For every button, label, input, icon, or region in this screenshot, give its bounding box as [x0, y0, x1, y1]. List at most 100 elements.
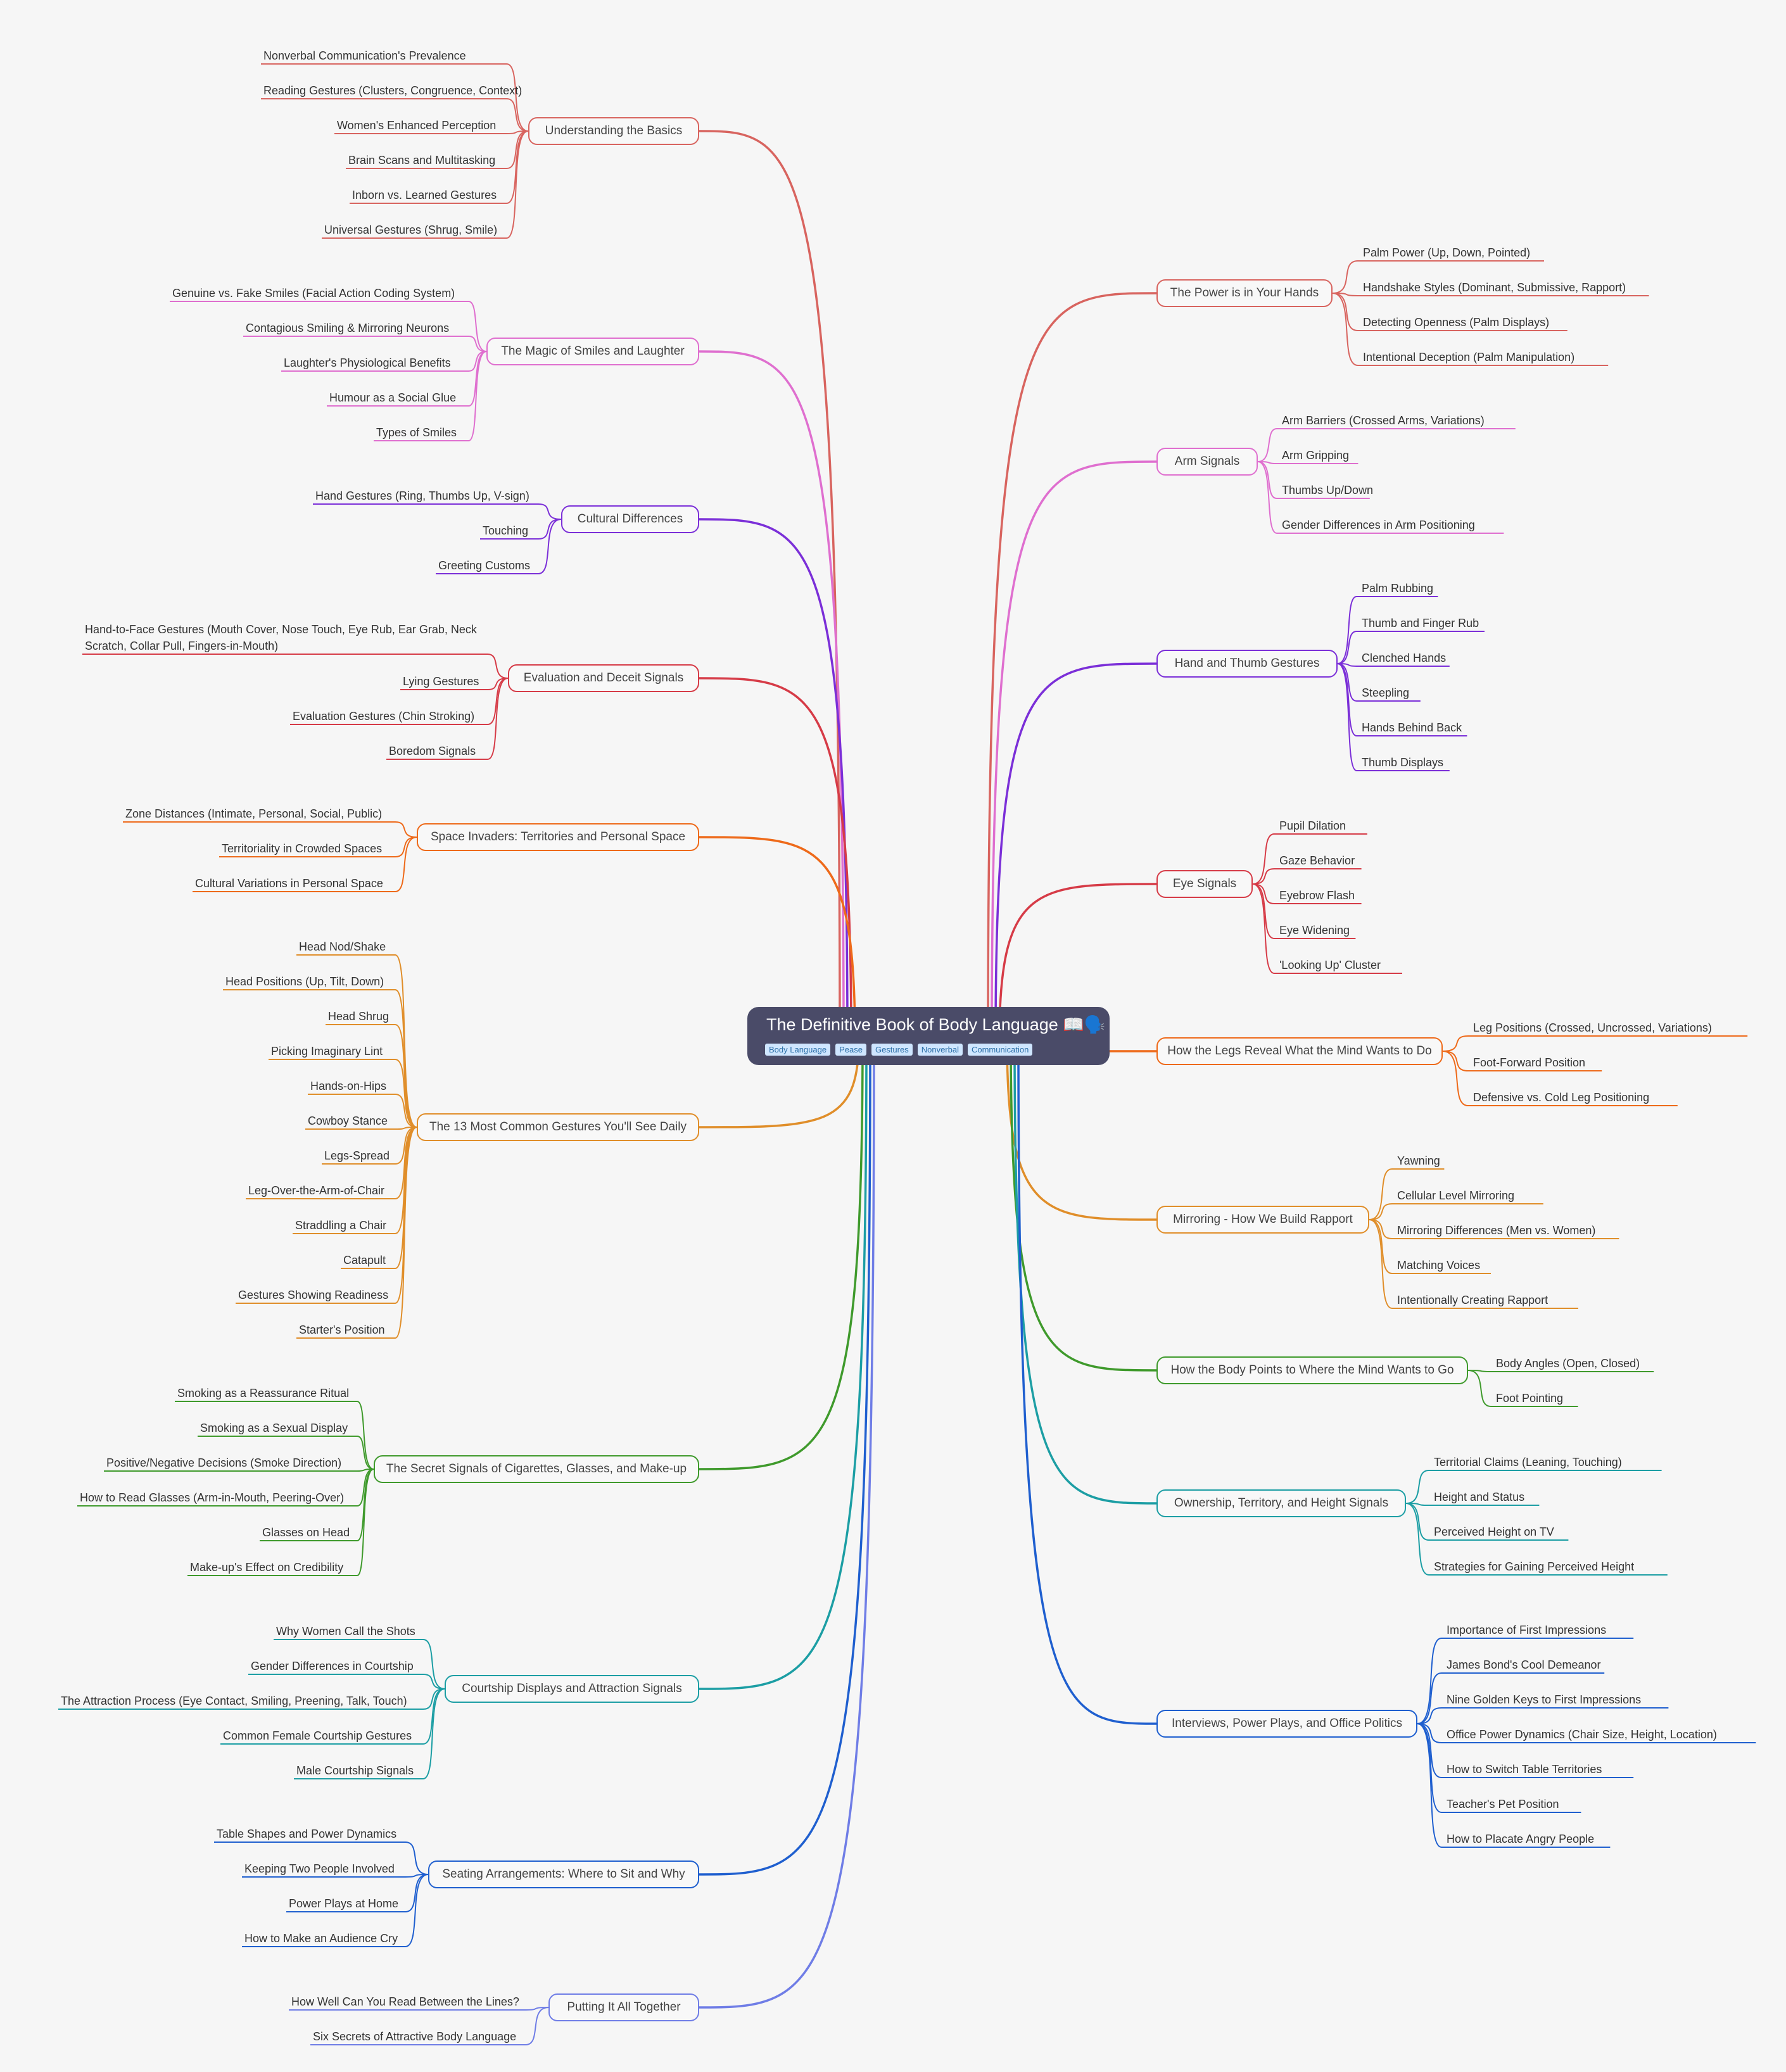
leaf-node[interactable]: Body Angles (Open, Closed): [1496, 1357, 1640, 1370]
leaf-node[interactable]: Height and Status: [1434, 1491, 1525, 1503]
branch-node[interactable]: Hand and Thumb Gestures: [1156, 650, 1338, 678]
leaf-node[interactable]: Picking Imaginary Lint: [271, 1045, 383, 1058]
leaf-node[interactable]: Steepling: [1362, 686, 1410, 699]
branch-node[interactable]: Arm Signals: [1156, 448, 1258, 476]
leaf-node[interactable]: Head Shrug: [328, 1010, 390, 1023]
leaf-node[interactable]: Leg-Over-the-Arm-of-Chair: [248, 1184, 385, 1197]
leaf-node[interactable]: Gestures Showing Readiness: [238, 1289, 389, 1301]
leaf-node[interactable]: Catapult: [343, 1254, 386, 1267]
leaf-node[interactable]: Thumbs Up/Down: [1282, 484, 1374, 496]
leaf-node[interactable]: Lying Gestures: [403, 675, 479, 688]
leaf-node[interactable]: Smoking as a Sexual Display: [200, 1422, 348, 1434]
leaf-node[interactable]: Intentionally Creating Rapport: [1397, 1294, 1548, 1306]
branch-node[interactable]: Space Invaders: Territories and Personal…: [417, 823, 699, 851]
leaf-node[interactable]: Greeting Customs: [438, 559, 531, 572]
leaf-node[interactable]: Reading Gestures (Clusters, Congruence, …: [263, 84, 522, 97]
leaf-node[interactable]: Inborn vs. Learned Gestures: [352, 189, 497, 201]
leaf-node[interactable]: Arm Gripping: [1282, 449, 1350, 462]
tag[interactable]: Gestures: [871, 1044, 913, 1056]
root-node[interactable]: The Definitive Book of Body Language 📖🗣️…: [747, 1007, 1110, 1065]
branch-node[interactable]: Putting It All Together: [548, 1993, 699, 2021]
leaf-node[interactable]: Zone Distances (Intimate, Personal, Soci…: [125, 807, 383, 820]
leaf-node[interactable]: Positive/Negative Decisions (Smoke Direc…: [106, 1456, 342, 1469]
leaf-node[interactable]: Mirroring Differences (Men vs. Women): [1397, 1224, 1596, 1237]
branch-node[interactable]: The 13 Most Common Gestures You'll See D…: [417, 1113, 699, 1141]
leaf-node[interactable]: Head Positions (Up, Tilt, Down): [225, 975, 384, 988]
leaf-node[interactable]: How to Switch Table Territories: [1447, 1763, 1602, 1776]
leaf-node[interactable]: How Well Can You Read Between the Lines?: [291, 1995, 519, 2008]
leaf-node[interactable]: Women's Enhanced Perception: [337, 119, 497, 132]
leaf-node[interactable]: Touching: [483, 524, 529, 537]
leaf-node[interactable]: Genuine vs. Fake Smiles (Facial Action C…: [172, 287, 455, 300]
leaf-node[interactable]: Importance of First Impressions: [1447, 1624, 1607, 1636]
leaf-node[interactable]: Evaluation Gestures (Chin Stroking): [293, 710, 475, 723]
leaf-node[interactable]: 'Looking Up' Cluster: [1279, 959, 1381, 971]
leaf-node[interactable]: Gender Differences in Arm Positioning: [1282, 519, 1475, 531]
leaf-node[interactable]: Gaze Behavior: [1279, 854, 1355, 867]
leaf-node[interactable]: Yawning: [1397, 1154, 1440, 1167]
branch-node[interactable]: Interviews, Power Plays, and Office Poli…: [1156, 1710, 1417, 1738]
leaf-node[interactable]: Types of Smiles: [376, 426, 457, 439]
leaf-node[interactable]: Power Plays at Home: [289, 1897, 399, 1910]
leaf-node[interactable]: Intentional Deception (Palm Manipulation…: [1363, 351, 1575, 363]
leaf-node[interactable]: Leg Positions (Crossed, Uncrossed, Varia…: [1473, 1021, 1712, 1034]
branch-node[interactable]: The Magic of Smiles and Laughter: [486, 338, 699, 365]
leaf-node[interactable]: Eyebrow Flash: [1279, 889, 1355, 902]
leaf-node[interactable]: How to Read Glasses (Arm-in-Mouth, Peeri…: [80, 1491, 345, 1504]
leaf-node[interactable]: Nine Golden Keys to First Impressions: [1447, 1693, 1642, 1706]
branch-node[interactable]: Understanding the Basics: [528, 117, 699, 145]
leaf-node[interactable]: Common Female Courtship Gestures: [223, 1729, 412, 1742]
branch-node[interactable]: Seating Arrangements: Where to Sit and W…: [428, 1860, 699, 1888]
leaf-node[interactable]: Starter's Position: [299, 1323, 385, 1336]
leaf-node[interactable]: Defensive vs. Cold Leg Positioning: [1473, 1091, 1650, 1104]
leaf-node[interactable]: Brain Scans and Multitasking: [348, 154, 496, 167]
leaf-node[interactable]: Hands-on-Hips: [310, 1080, 387, 1092]
leaf-node[interactable]: Foot-Forward Position: [1473, 1056, 1586, 1069]
leaf-node[interactable]: Thumb and Finger Rub: [1362, 617, 1479, 629]
leaf-node[interactable]: Thumb Displays: [1362, 756, 1444, 769]
leaf-node[interactable]: Why Women Call the Shots: [276, 1625, 415, 1638]
leaf-node[interactable]: Cultural Variations in Personal Space: [195, 877, 383, 890]
leaf-node[interactable]: Handshake Styles (Dominant, Submissive, …: [1363, 281, 1626, 294]
leaf-node[interactable]: Arm Barriers (Crossed Arms, Variations): [1282, 414, 1485, 427]
leaf-node[interactable]: How to Make an Audience Cry: [244, 1932, 398, 1945]
branch-node[interactable]: How the Body Points to Where the Mind Wa…: [1156, 1356, 1468, 1384]
leaf-node[interactable]: Strategies for Gaining Perceived Height: [1434, 1560, 1635, 1573]
leaf-node[interactable]: Territoriality in Crowded Spaces: [222, 842, 383, 855]
leaf-node[interactable]: The Attraction Process (Eye Contact, Smi…: [61, 1695, 407, 1707]
branch-node[interactable]: Cultural Differences: [561, 505, 699, 533]
branch-node[interactable]: Courtship Displays and Attraction Signal…: [445, 1675, 699, 1703]
branch-node[interactable]: Ownership, Territory, and Height Signals: [1156, 1489, 1406, 1517]
branch-node[interactable]: Evaluation and Deceit Signals: [508, 664, 699, 692]
leaf-node[interactable]: Cowboy Stance: [308, 1115, 388, 1127]
leaf-node[interactable]: Foot Pointing: [1496, 1392, 1564, 1405]
tag[interactable]: Nonverbal: [917, 1044, 963, 1056]
leaf-node[interactable]: Legs-Spread: [324, 1149, 390, 1162]
leaf-node[interactable]: Laughter's Physiological Benefits: [284, 357, 451, 369]
leaf-node[interactable]: Head Nod/Shake: [299, 940, 386, 953]
leaf-node[interactable]: Gender Differences in Courtship: [251, 1660, 414, 1672]
leaf-node[interactable]: Universal Gestures (Shrug, Smile): [324, 224, 498, 236]
branch-node[interactable]: Mirroring - How We Build Rapport: [1156, 1206, 1369, 1234]
leaf-node[interactable]: Office Power Dynamics (Chair Size, Heigh…: [1447, 1728, 1717, 1741]
leaf-node[interactable]: Humour as a Social Glue: [329, 391, 457, 404]
leaf-node[interactable]: Teacher's Pet Position: [1447, 1798, 1559, 1810]
tag[interactable]: Body Language: [765, 1044, 831, 1056]
tag[interactable]: Communication: [967, 1044, 1033, 1056]
leaf-node[interactable]: Hands Behind Back: [1362, 721, 1462, 734]
leaf-node[interactable]: Pupil Dilation: [1279, 819, 1346, 832]
leaf-node[interactable]: Straddling a Chair: [295, 1219, 387, 1232]
branch-node[interactable]: The Power is in Your Hands: [1156, 279, 1333, 307]
leaf-node[interactable]: How to Placate Angry People: [1447, 1833, 1595, 1845]
leaf-node[interactable]: James Bond's Cool Demeanor: [1447, 1658, 1601, 1671]
branch-node[interactable]: The Secret Signals of Cigarettes, Glasse…: [374, 1455, 699, 1483]
tag[interactable]: Pease: [835, 1044, 866, 1056]
leaf-node[interactable]: Male Courtship Signals: [296, 1764, 414, 1777]
leaf-node[interactable]: Territorial Claims (Leaning, Touching): [1434, 1456, 1622, 1469]
leaf-node[interactable]: Hand Gestures (Ring, Thumbs Up, V-sign): [315, 490, 529, 502]
leaf-node[interactable]: Table Shapes and Power Dynamics: [217, 1828, 397, 1840]
leaf-node[interactable]: Palm Rubbing: [1362, 582, 1434, 595]
leaf-node[interactable]: Glasses on Head: [262, 1526, 350, 1539]
leaf-node[interactable]: Make-up's Effect on Credibility: [190, 1561, 344, 1574]
leaf-node[interactable]: Keeping Two People Involved: [244, 1862, 395, 1875]
